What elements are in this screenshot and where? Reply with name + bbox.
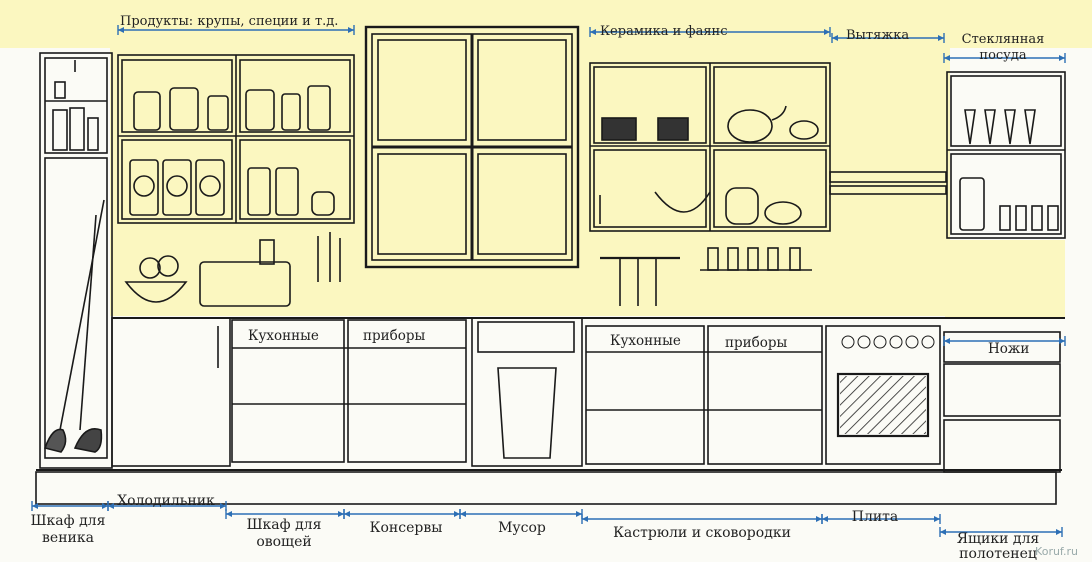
stove [840,335,935,434]
dimension-arrow [1059,55,1065,61]
label-towels-2: полотенец [959,546,1037,562]
dimension-lines [31,25,1066,537]
dimension-arrow [102,503,108,509]
products-cabinet [117,54,355,224]
label-stove: Плита [851,509,899,525]
label-knives: Ножи [988,341,1030,357]
glassware-cabinet [946,71,1066,239]
label-utensils-right-1: Кухонные [610,333,681,349]
dimension-arrow [226,511,232,517]
dimension-arrow [590,29,596,35]
dimension-arrow [934,516,940,522]
dimension-arrow [940,529,946,535]
dimension-arrow [108,503,114,509]
broom-cabinet [39,52,113,469]
label-hood: Вытяжка [846,28,910,43]
dimension-arrow [938,35,944,41]
dimension-arrow [348,27,354,33]
watermark: Koruf.ru [1035,545,1078,558]
wall-backsplash [0,0,1092,318]
dimension-arrow [118,27,124,33]
label-trash: Мусор [498,520,546,536]
kitchen-window [364,25,580,269]
dimension-arrow [32,503,38,509]
dimension-arrow [220,503,226,509]
label-utensils-left-2: приборы [363,328,426,344]
dimension-arrow [822,516,828,522]
dimension-arrow [832,35,838,41]
label-veg-2: овощей [256,534,312,550]
label-veg-1: Шкаф для [246,517,322,533]
dimension-arrow [944,55,950,61]
counter-items [124,232,812,307]
dimension-arrow [944,338,950,344]
label-utensils-right-2: приборы [725,335,788,351]
dimension-arrow [338,511,344,517]
dimension-arrow [460,511,466,517]
dimension-arrow [824,29,830,35]
dimension-arrow [344,511,350,517]
label-canned: Консервы [369,520,443,536]
hood [829,171,947,195]
dimension-arrow [816,516,822,522]
dimension-arrow [582,516,588,522]
dimension-arrow [1056,529,1062,535]
label-utensils-left-1: Кухонные [248,328,319,344]
dimension-arrow [576,511,582,517]
base-cabinets [35,317,1065,505]
dimension-arrow [454,511,460,517]
label-ceramics: Керамика и фаянс [600,24,728,39]
dimension-arrow [1059,338,1065,344]
label-glassware-2: посуда [979,48,1027,63]
label-products: Продукты: крупы, специи и т.д. [120,14,339,29]
label-pots: Кастрюли и сковородки [613,525,791,541]
label-fridge: Холодильник [117,493,215,509]
label-broom-1: Шкаф для [30,513,106,529]
ceramics-cabinet [589,62,831,232]
label-towels-1: Ящики для [956,531,1040,547]
label-glassware-1: Стеклянная [961,32,1045,47]
label-broom-2: веника [42,530,94,546]
